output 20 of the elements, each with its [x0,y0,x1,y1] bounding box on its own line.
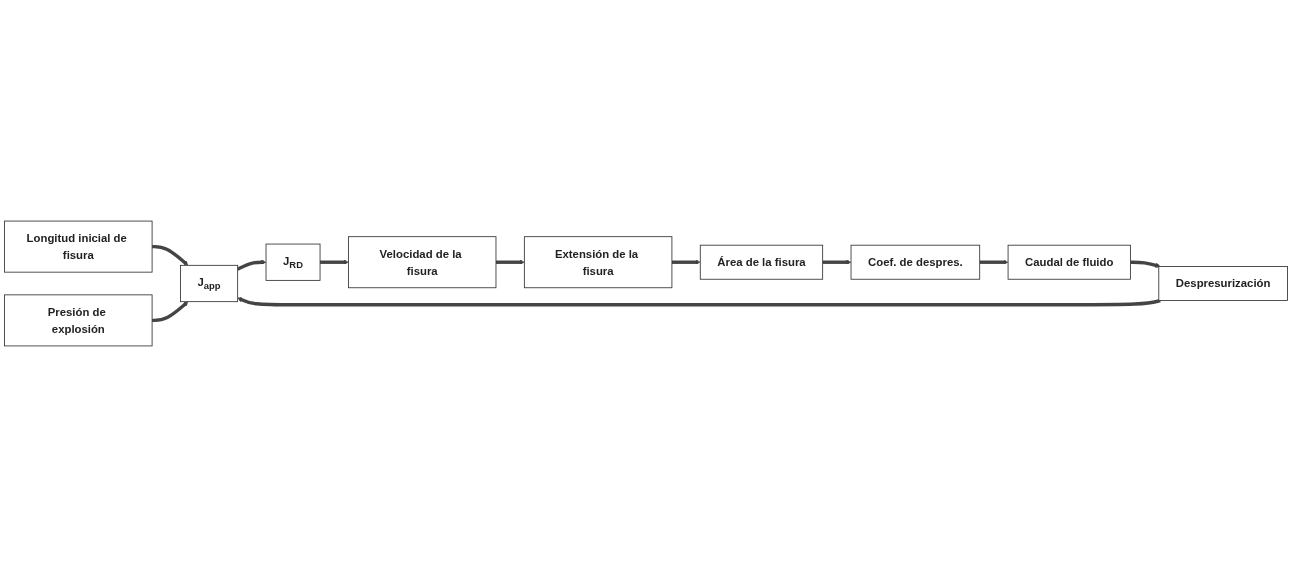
node-box: Longitud inicial de fisura [4,220,153,273]
node-box: J$_{app}$ [180,264,239,303]
node-box: Coef. de despres. [850,244,981,280]
arrow [1130,260,1161,268]
arrow [236,259,267,271]
arrow [320,259,349,265]
node-box: Presión de explosión [4,294,153,347]
node-box: Extensión de la fisura [523,236,673,289]
arrow [496,259,525,265]
arrow [152,244,189,266]
arrow [237,297,1161,307]
arrow [152,301,189,323]
node-box: Despresurización [1158,266,1288,301]
arrow [979,259,1009,265]
node-box: Velocidad de la fisura [348,236,497,289]
arrow [822,259,852,265]
node-box: J$_{RD}$ [265,243,321,281]
node-box: Caudal de fluido [1007,244,1131,280]
node-box: Área de la fisura [699,244,824,280]
arrow [671,259,701,265]
